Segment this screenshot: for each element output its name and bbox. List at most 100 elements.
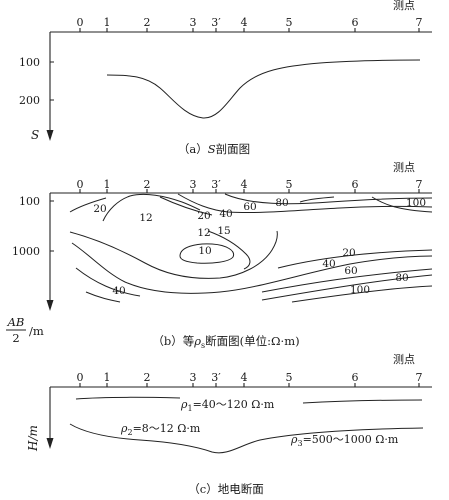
panel-b-ytick-100: 100 (19, 195, 40, 208)
panel-b-caption: （b）等ρs断面图(单位:Ω·m) (152, 334, 299, 350)
panel-a-y-arrow (46, 130, 54, 141)
panel-c-point-2: 2 (144, 371, 151, 384)
contour-12-lower (69, 230, 278, 279)
boundary-layer-1-left (75, 396, 181, 400)
panel-c-point-3: 3 (190, 371, 197, 384)
contour-label-15: 15 (217, 225, 230, 237)
panel-a-point-0: 0 (77, 16, 84, 29)
panel-b-point-7: 7 (416, 178, 423, 191)
panel-a-axes (46, 28, 432, 141)
contour-80-lower (85, 274, 433, 303)
panel-b-point-2: 2 (144, 178, 151, 191)
panel-a-point-3: 3 (190, 16, 197, 29)
contour-label-80-upper: 80 (275, 197, 288, 209)
panel-b-axes (46, 189, 432, 311)
panel-b-point-3: 3 (190, 178, 197, 191)
contour-label-12-upper: 12 (139, 212, 152, 224)
contour-20-lower (277, 249, 433, 269)
s-profile-curve (106, 59, 421, 119)
layer-2-label: ρ2=8～12 Ω·m (120, 422, 201, 437)
panel-b: 测点 0 1 2 3 3′ 4 5 6 7 100 1000 AB 2 /m (6, 161, 433, 350)
contour-label-40-left: 40 (112, 285, 125, 297)
panel-c-survey-label: 测点 (393, 353, 415, 366)
panel-b-point-3p: 3′ (211, 178, 221, 191)
panel-b-point-5: 5 (286, 178, 293, 191)
panel-b-point-4: 4 (241, 178, 248, 191)
panel-b-ytick-1000: 1000 (12, 245, 40, 258)
panel-a-ytick-200: 200 (19, 94, 40, 107)
panel-c-point-0: 0 (77, 371, 84, 384)
panel-a-point-7: 7 (416, 16, 423, 29)
panel-c-caption: （c）地电断面 (188, 482, 263, 496)
panel-b-point-1: 1 (104, 178, 111, 191)
panel-a-point-4: 4 (241, 16, 248, 29)
contour-15 (207, 230, 251, 270)
panel-c-y-axis-label: H/m (26, 425, 40, 452)
panel-b-survey-label: 测点 (393, 161, 415, 174)
contour-20-mid (159, 196, 213, 216)
contour-label-40-lower: 40 (322, 258, 335, 270)
panel-a-point-1: 1 (104, 16, 111, 29)
panel-b-point-0: 0 (77, 178, 84, 191)
panel-a-x-ticks: 0 1 2 3 3′ 4 5 6 7 (77, 16, 423, 29)
contour-80-upper (299, 196, 335, 203)
contour-20-upper (69, 197, 107, 213)
contour-label-10: 10 (198, 245, 211, 257)
contour-labels: 20 12 20 40 60 80 100 12 15 10 20 40 60 … (93, 197, 426, 297)
y-label-unit: /m (29, 324, 44, 338)
contour-label-80-lower: 80 (395, 272, 408, 284)
contour-label-40-mid: 40 (219, 208, 232, 220)
panel-c: 测点 0 1 2 3 3′ 4 5 6 7 H/m ρ1=40～120 Ω·m … (26, 353, 432, 496)
y-label-numerator: AB (7, 315, 25, 329)
panel-a-y-axis (49, 32, 54, 135)
panel-c-point-3p: 3′ (211, 371, 221, 384)
panel-c-y-arrow (46, 438, 54, 449)
boundary-layer-2 (69, 423, 424, 454)
panel-a-point-6: 6 (352, 16, 359, 29)
panel-a-point-5: 5 (286, 16, 293, 29)
contour-label-60-lower: 60 (344, 265, 357, 277)
panel-b-point-6: 6 (352, 178, 359, 191)
contour-label-60: 60 (243, 201, 256, 213)
panel-a-y-axis-label: S (31, 128, 39, 142)
resistivity-contours (69, 193, 433, 303)
layer-1-label: ρ1=40～120 Ω·m (180, 398, 275, 413)
panel-c-point-1: 1 (104, 371, 111, 384)
contour-60-lower (75, 267, 433, 297)
panel-c-point-5: 5 (286, 371, 293, 384)
contour-12-upper (102, 193, 201, 222)
layer-boundaries (69, 396, 424, 454)
contour-label-100-lower: 100 (350, 284, 370, 296)
contour-label-12-lower: 12 (197, 227, 210, 239)
contour-40-lower (71, 242, 433, 294)
panel-c-point-4: 4 (241, 371, 248, 384)
panel-a-ytick-100: 100 (19, 56, 40, 69)
panel-a-top-axis (50, 28, 432, 33)
contour-10 (179, 243, 235, 264)
contour-40-mid (177, 193, 433, 214)
panel-a-point-3p: 3′ (211, 16, 221, 29)
contour-100-lower (291, 285, 433, 303)
panel-a-caption: （a）S剖面图 (178, 142, 250, 156)
layer-3-label: ρ3=500～1000 Ω·m (290, 433, 399, 448)
panel-c-point-6: 6 (352, 371, 359, 384)
panel-c-x-ticks: 0 1 2 3 3′ 4 5 6 7 (77, 371, 423, 384)
panel-c-axes (46, 383, 432, 449)
contour-100-upper (371, 196, 433, 213)
panel-b-y-axis (49, 193, 54, 305)
panel-a: 测点 0 1 2 3 3′ 4 5 6 7 100 200 S （a）S剖面图 (19, 0, 432, 156)
panel-b-top-axis (50, 189, 432, 194)
contour-label-20-upper: 20 (93, 203, 106, 215)
contour-label-100-upper: 100 (406, 197, 426, 209)
contour-60 (224, 193, 433, 205)
panel-a-point-2: 2 (144, 16, 151, 29)
panel-b-x-ticks: 0 1 2 3 3′ 4 5 6 7 (77, 178, 423, 191)
panel-b-y-arrow (46, 300, 54, 311)
contour-label-20-mid: 20 (197, 210, 210, 222)
contour-label-20-lower: 20 (342, 247, 355, 259)
boundary-layer-1-right (302, 399, 423, 404)
panel-c-top-axis (50, 383, 432, 388)
y-label-denominator: 2 (12, 331, 19, 345)
panel-b-y-axis-label: AB 2 /m (6, 315, 44, 345)
